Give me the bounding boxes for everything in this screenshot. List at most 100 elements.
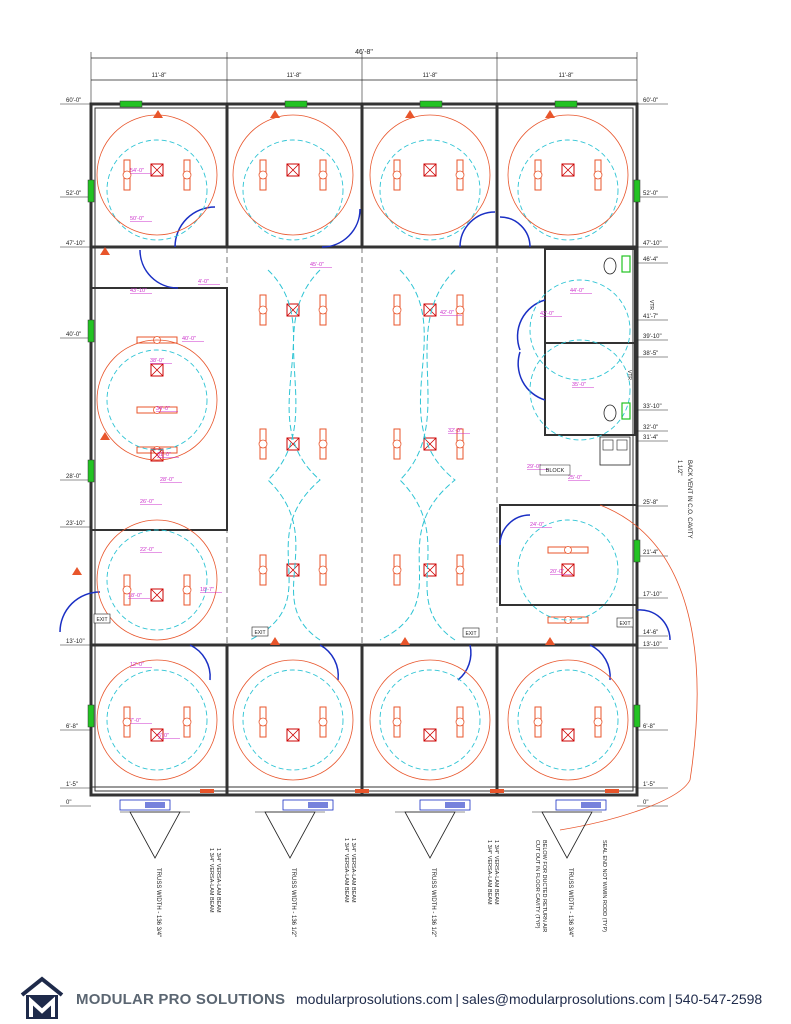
panel-marker: [72, 567, 82, 575]
window: [633, 704, 641, 728]
elevation-tag: 31'-0": [157, 452, 171, 458]
light-fixture-lens: [258, 717, 268, 727]
floor-marker: [355, 789, 369, 793]
phone-number: 540-547-2598: [675, 991, 763, 1007]
circuit-loop: [369, 659, 491, 781]
level-mark: 17'-10": [643, 592, 662, 598]
level-mark: 1'-5": [66, 782, 78, 788]
light-fixture-lens: [455, 439, 465, 449]
elevation-tag: 26'-0": [140, 499, 154, 505]
elevation-tag: 42'-0": [440, 310, 454, 316]
light-fixture-lens: [258, 170, 268, 180]
block-box: [539, 464, 571, 476]
hvac-diffuser: [286, 563, 300, 577]
light-fixture-lens: [392, 565, 402, 575]
hvac-diffuser: [561, 728, 575, 742]
email-link[interactable]: sales@modularprosolutions.com: [462, 991, 666, 1007]
level-mark: 32'-0": [643, 425, 658, 431]
elevation-tag: 4'-0": [198, 279, 209, 285]
hvac-diffuser-x: [286, 303, 300, 317]
bay-dimension: 11'-8": [287, 73, 302, 79]
hvac-diffuser: [423, 163, 437, 177]
exit-sign-label: EXIT: [619, 621, 630, 627]
door-swing: [459, 211, 496, 248]
window: [87, 319, 95, 343]
exit-sign: [93, 613, 111, 624]
level-mark: 31'-4": [643, 435, 658, 441]
level-mark: 38'-5": [643, 351, 658, 357]
level-mark: 52'-0": [643, 191, 658, 197]
level-mark: 33'-10": [643, 404, 662, 410]
light-fixture-lens: [318, 439, 328, 449]
beam-note: 1 3/4" VERSA-LAM BEAM: [350, 838, 356, 903]
light-fixture-lens: [318, 305, 328, 315]
beam-note: 1 3/4" VERSA-LAM BEAM: [215, 848, 221, 913]
truss-width-label: TRUSS WIDTH - 136 1/2": [430, 868, 436, 937]
elevation-tag: 22'-0": [140, 547, 154, 553]
level-mark: 39'-10": [643, 334, 662, 340]
hvac-diffuser: [150, 363, 164, 377]
elevation-tag: 50'-0": [130, 216, 144, 222]
light-fixture-lens: [392, 305, 402, 315]
floor-note: CUT OUT IN FLOOR CAVITY (TYP): [534, 840, 540, 929]
hvac-diffuser: [150, 448, 164, 462]
floor-cutout: [555, 799, 607, 811]
toilet-tank: [621, 255, 631, 273]
switch-loop: [517, 669, 619, 771]
circuit-loop: [96, 339, 218, 461]
truss-diagram: [129, 811, 181, 859]
elevation-tag: 18'-7": [200, 587, 214, 593]
hvac-diffuser-x: [561, 163, 575, 177]
company-name: MODULAR PRO SOLUTIONS: [76, 991, 286, 1008]
level-mark: 52'-0": [66, 191, 81, 197]
panel-marker: [400, 637, 410, 645]
elevation-tag: 45'-0": [310, 262, 324, 268]
elevation-tag: 54'-0": [130, 168, 144, 174]
circuit-loop: [232, 659, 354, 781]
floor-cutout-fill: [145, 802, 165, 808]
switch-loop: [106, 139, 208, 241]
level-mark: 6'-8": [643, 724, 655, 730]
elevation-tag: 43'-10": [130, 288, 147, 294]
hvac-diffuser: [150, 728, 164, 742]
circuit-loop: [507, 114, 629, 236]
door-swing: [636, 609, 671, 641]
switch-leg: [267, 269, 321, 641]
switch-loop: [517, 519, 619, 621]
level-mark: 14'-6": [643, 630, 658, 636]
hvac-diffuser: [423, 728, 437, 742]
light-fixture-lens: [122, 170, 132, 180]
switch-leg: [399, 269, 456, 641]
exterior-wall: [89, 102, 639, 797]
hvac-diffuser-x: [150, 448, 164, 462]
light-fixture-lens: [564, 546, 572, 554]
elevation-tag: 44'-0": [570, 288, 584, 294]
panel-marker: [100, 247, 110, 255]
floor-note: SEAL END NOT W/MIN RODD (TYP): [601, 840, 607, 932]
level-mark: 41'-7": [643, 314, 658, 320]
hvac-diffuser-x: [150, 363, 164, 377]
elevation-tag: 24'-0": [530, 522, 544, 528]
light-fixture-lens: [593, 717, 603, 727]
website-link[interactable]: modularprosolutions.com: [296, 991, 453, 1007]
separator: |: [668, 991, 672, 1007]
door-swing: [189, 644, 211, 681]
level-mark: 13'-10": [66, 639, 85, 645]
elevation-tag: 29'-0": [527, 464, 541, 470]
beam-note: 1 3/4" VERSA-LAM BEAM: [493, 840, 499, 905]
elevation-tag: 5'-0": [158, 733, 169, 739]
elevation-tag: 18'-0": [128, 593, 142, 599]
beam-note: 1 3/4" VERSA-LAM BEAM: [343, 838, 349, 903]
door-swing: [319, 644, 340, 681]
hvac-diffuser-x: [423, 303, 437, 317]
sink: [616, 439, 628, 451]
light-fixture-lens: [392, 717, 402, 727]
truss-diagram: [404, 811, 456, 859]
level-mark: 28'-0": [66, 474, 81, 480]
panel-marker: [545, 637, 555, 645]
floor-note: BELOW FOR DUCTED RETURN AIR: [541, 840, 547, 932]
circuit-loop: [369, 114, 491, 236]
block-label: BLOCK: [546, 468, 565, 474]
switch-loop: [379, 669, 481, 771]
hvac-diffuser-x: [150, 728, 164, 742]
